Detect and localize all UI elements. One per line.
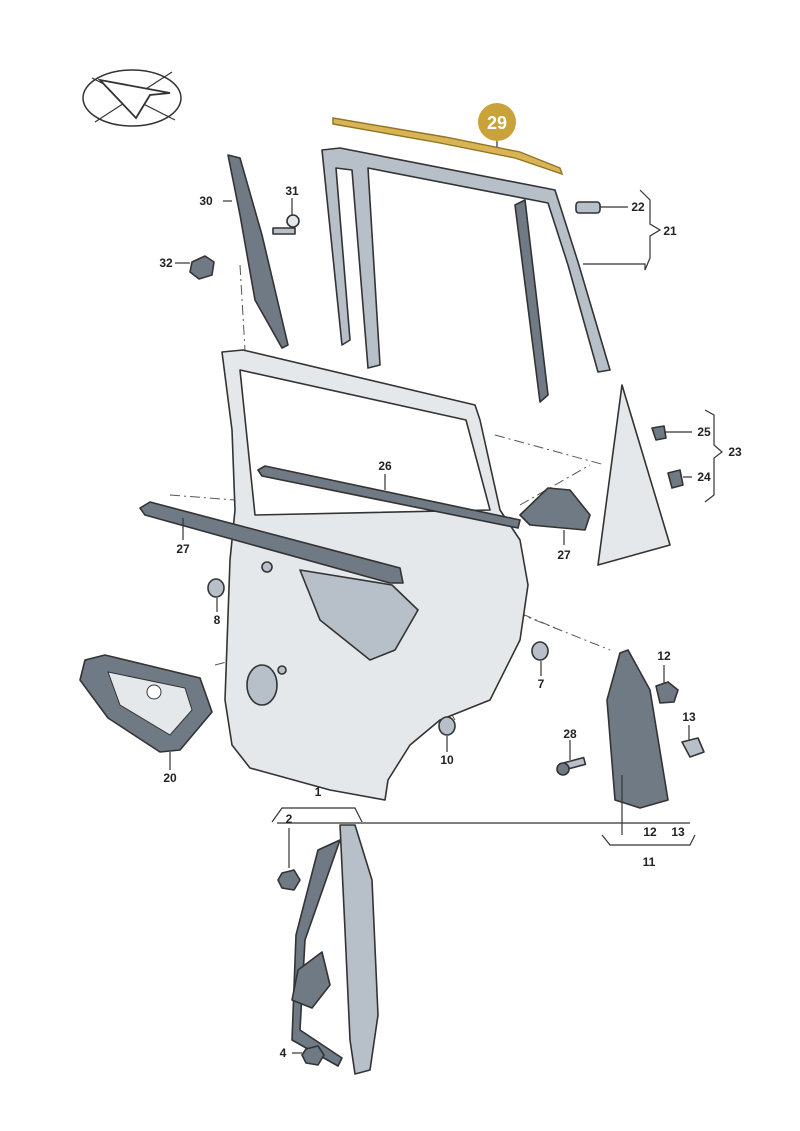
callout-25: 26 [378, 459, 392, 473]
inner-trim-panel[interactable] [606, 649, 669, 809]
callout-13: 13 [682, 710, 696, 724]
clip-23[interactable] [667, 469, 684, 489]
bolt-part[interactable] [272, 214, 300, 235]
clip-13[interactable] [681, 737, 705, 758]
callout-21: 22 [631, 200, 645, 214]
nut-12[interactable] [655, 681, 679, 704]
window-channel[interactable] [321, 147, 611, 403]
callout-23: 24 [697, 470, 711, 484]
callout-8: 8 [214, 613, 221, 627]
callout-10: 10 [440, 753, 454, 767]
clip-part[interactable] [575, 201, 601, 214]
callout-1: 1 [315, 785, 322, 799]
nut-4[interactable] [301, 1045, 325, 1066]
callout-11: 11 [643, 855, 656, 869]
orientation-logo [82, 69, 182, 127]
pillar-trim[interactable] [227, 154, 289, 349]
callout-18: 20 [163, 771, 177, 785]
bolt-28[interactable] [556, 756, 587, 776]
mirror-base[interactable] [519, 487, 591, 531]
grommet-8[interactable] [207, 578, 225, 598]
callout-31: 31 [285, 184, 299, 198]
top-seal-strip[interactable] [332, 117, 564, 176]
corner-trim[interactable] [597, 384, 671, 566]
callout-13-lower: 13 [671, 825, 685, 839]
callout-24: 25 [697, 425, 711, 439]
grommet-10[interactable] [438, 716, 456, 736]
callout-20: 21 [663, 224, 677, 238]
grommet-7[interactable] [531, 641, 549, 661]
nut-2[interactable] [277, 869, 301, 891]
callout-26: 27 [557, 548, 571, 562]
callout-4: 4 [280, 1046, 287, 1060]
callout-30: 30 [199, 194, 213, 208]
callout-28: 28 [563, 727, 577, 741]
callout-32: 32 [159, 256, 173, 270]
clip-24[interactable] [651, 425, 667, 441]
callout-7: 7 [538, 677, 545, 691]
retainer-clip[interactable] [189, 255, 215, 280]
callout-29-badge [478, 103, 516, 141]
window-regulator[interactable] [291, 824, 379, 1075]
leader-lines [169, 137, 723, 1054]
callout-27: 27 [176, 542, 190, 556]
callout-22: 23 [728, 445, 742, 459]
inner-seal-strip[interactable] [257, 465, 521, 529]
callout-12-lower: 12 [643, 825, 657, 839]
callout-2: 2 [286, 812, 293, 826]
outer-seal-strip[interactable] [139, 501, 404, 584]
callout-12: 12 [657, 649, 671, 663]
callout-labels: 30 31 32 22 21 26 27 27 25 24 23 8 7 10 … [159, 184, 742, 1060]
callout-29: 29 [487, 113, 507, 133]
